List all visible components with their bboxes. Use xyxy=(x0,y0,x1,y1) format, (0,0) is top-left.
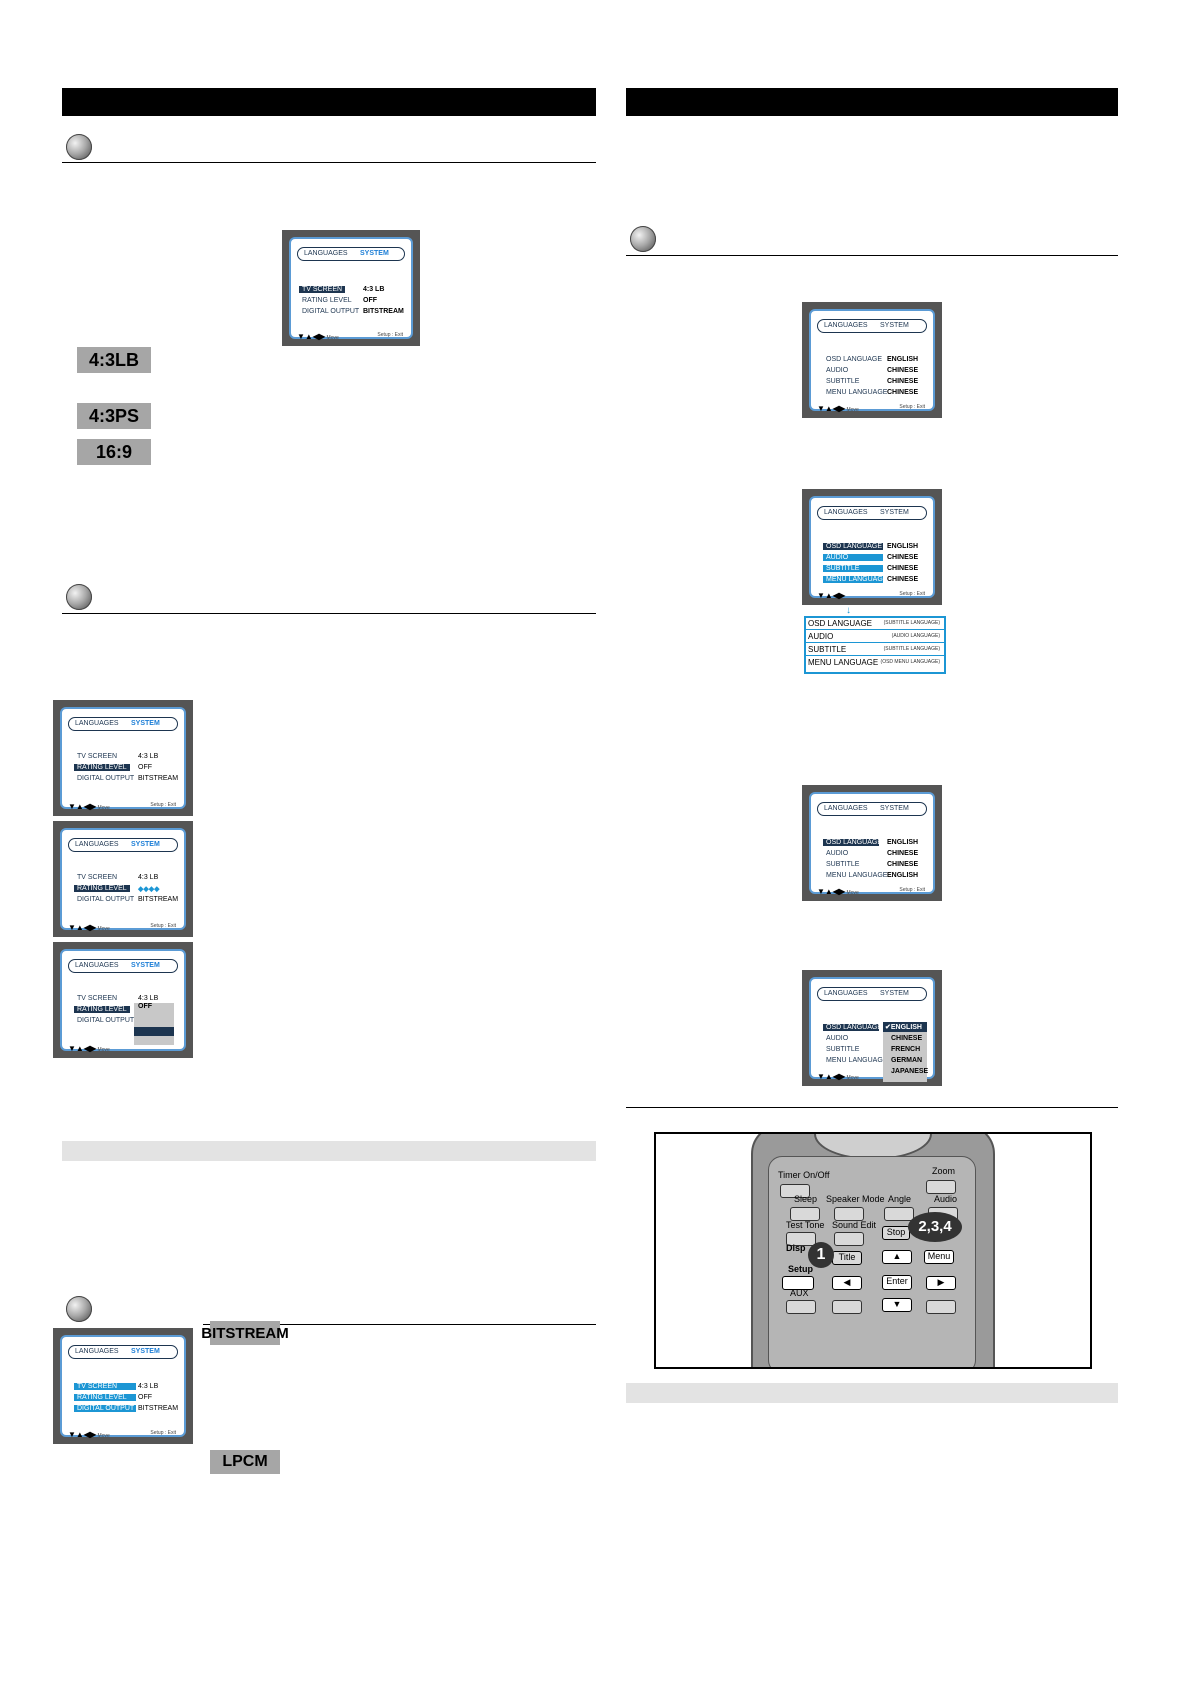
zoom-button[interactable] xyxy=(926,1180,956,1194)
language-dropdown xyxy=(883,1022,927,1082)
left-arrow-button[interactable]: ◀ xyxy=(832,1276,862,1290)
section-bullet-language xyxy=(630,226,656,252)
bottom-button-4[interactable] xyxy=(926,1300,956,1314)
menu-button[interactable]: Menu xyxy=(924,1250,954,1264)
option-tag-43ps: 4:3PS xyxy=(77,403,151,429)
option-tag-lpcm: LPCM xyxy=(210,1450,280,1474)
section-bullet-tv-screen xyxy=(66,134,92,160)
section-rule-tv-screen xyxy=(62,162,596,163)
language-dropdown-selected xyxy=(883,1022,927,1032)
section-rule-digital-output xyxy=(203,1324,596,1325)
rating-dropdown xyxy=(134,1003,174,1045)
option-tag-43lb: 4:3LB xyxy=(77,347,151,373)
enter-button[interactable]: Enter xyxy=(882,1275,912,1290)
right-arrow-icon: ▶ xyxy=(937,1277,945,1287)
option-tag-bitstream: BITSTREAM xyxy=(201,1321,289,1345)
down-arrow-icon: ↓ xyxy=(846,605,851,616)
aux-button[interactable] xyxy=(786,1300,816,1314)
down-arrow-icon: ▼ xyxy=(892,1299,902,1309)
setup-button[interactable] xyxy=(782,1276,814,1290)
right-arrow-button[interactable]: ▶ xyxy=(926,1276,956,1290)
bottom-button-2[interactable] xyxy=(832,1300,862,1314)
right-grey-band xyxy=(626,1383,1118,1403)
angle-button[interactable] xyxy=(884,1207,914,1221)
speaker-mode-button[interactable] xyxy=(834,1207,864,1221)
up-arrow-button[interactable]: ▲ xyxy=(882,1250,912,1264)
sound-edit-button[interactable] xyxy=(834,1232,864,1246)
left-grey-band xyxy=(62,1141,596,1161)
callout-2-3-4: 2,3,4 xyxy=(908,1212,962,1242)
stop-button[interactable]: Stop xyxy=(882,1226,910,1240)
section-bullet-digital-output xyxy=(66,1296,92,1322)
timer-button[interactable] xyxy=(780,1184,810,1198)
option-tag-169: 16:9 xyxy=(77,439,151,465)
rating-dropdown-selected xyxy=(134,1027,174,1036)
section-rule-rating xyxy=(62,613,596,614)
right-header-bar xyxy=(626,88,1118,116)
up-arrow-icon: ▲ xyxy=(892,1251,902,1261)
callout-1: 1 xyxy=(808,1242,834,1268)
right-divider-rule xyxy=(626,1107,1118,1108)
left-arrow-icon: ◀ xyxy=(843,1277,851,1287)
test-tone-button[interactable] xyxy=(786,1232,816,1246)
left-header-bar xyxy=(62,88,596,116)
language-codes-panel: OSD LANGUAGE(SUBTITLE LANGUAGE) AUDIO(AU… xyxy=(804,616,946,674)
section-bullet-rating xyxy=(66,584,92,610)
title-button[interactable]: Title xyxy=(832,1251,862,1265)
down-arrow-button[interactable]: ▼ xyxy=(882,1298,912,1312)
section-rule-language xyxy=(626,255,1118,256)
remote-illustration: Timer On/Off Zoom Sleep Speaker Mode Ang… xyxy=(654,1132,1092,1369)
sleep-button[interactable] xyxy=(790,1207,820,1221)
rating-password-icon: ◆◆◆◆ xyxy=(138,886,160,893)
